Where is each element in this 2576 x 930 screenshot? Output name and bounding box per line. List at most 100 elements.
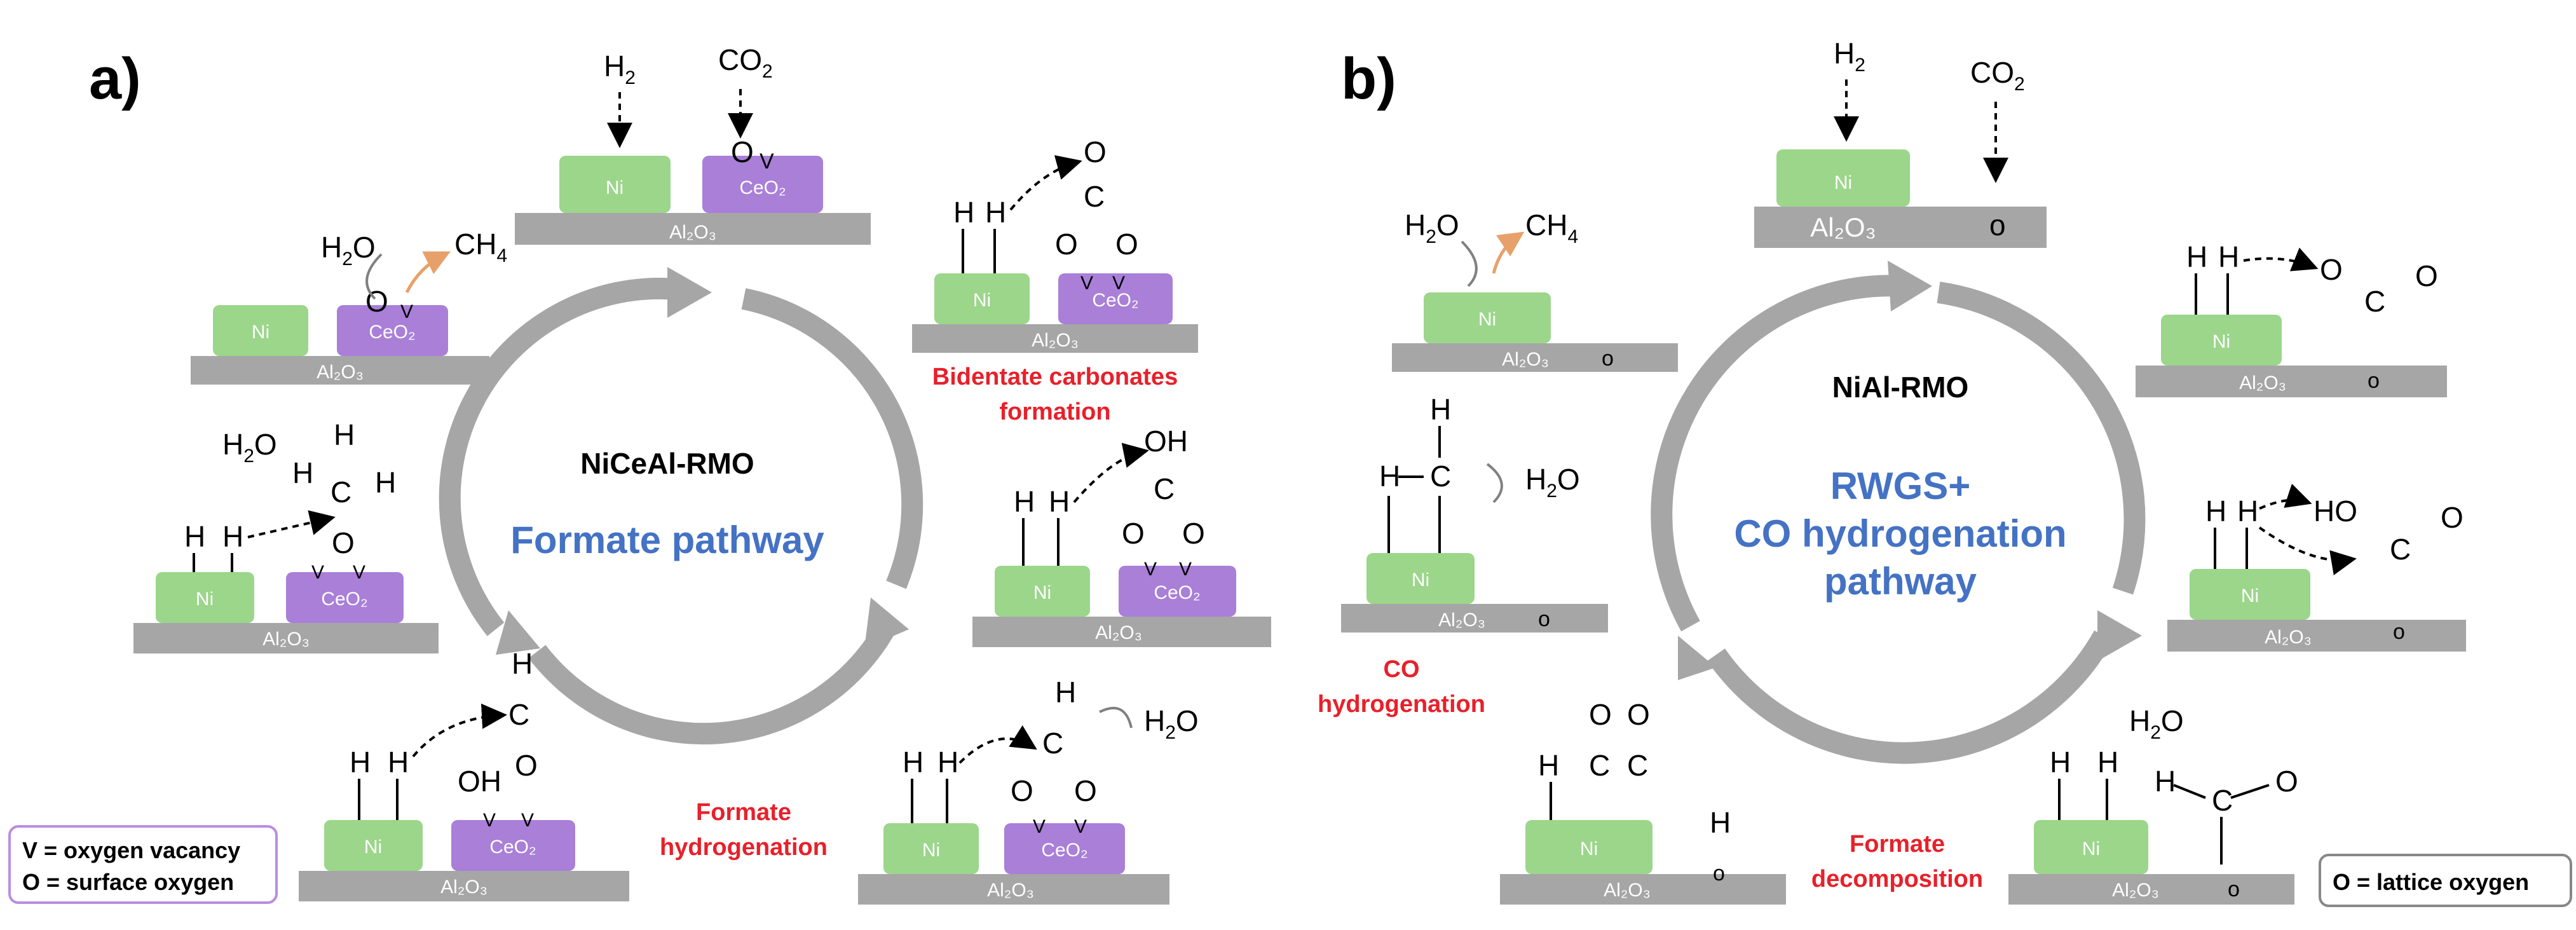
svg-text:H: H <box>2186 240 2207 273</box>
svg-text:H: H <box>375 466 396 499</box>
pathway-label-a: Formate pathway <box>510 519 824 561</box>
legend-a-line1: V = oxygen vacancy <box>22 837 240 863</box>
b-step-coh-1: CO <box>1384 656 1420 683</box>
svg-text:CeO₂: CeO₂ <box>489 837 536 858</box>
a-top-catalyst: Ni CeO₂ Al₂O₃ H2 CO2 O V <box>515 43 871 245</box>
svg-text:o: o <box>2393 620 2405 644</box>
a-step-bidentate-1: Bidentate carbonates <box>932 364 1178 390</box>
svg-text:Ni: Ni <box>1412 570 1429 591</box>
cycle-b <box>1651 261 2146 764</box>
svg-text:Ni: Ni <box>922 840 940 861</box>
center-title-a: NiCeAl-RMO <box>580 447 754 480</box>
svg-text:o: o <box>1602 346 1614 371</box>
legend-b: O = lattice oxygen <box>2319 854 2572 907</box>
svg-text:CH4: CH4 <box>1525 209 1578 247</box>
svg-text:O: O <box>1074 774 1097 807</box>
svg-text:CeO₂: CeO₂ <box>739 177 786 198</box>
svg-text:H: H <box>1710 806 1731 839</box>
svg-text:Ni: Ni <box>196 589 214 610</box>
svg-text:Al₂O₃: Al₂O₃ <box>1032 330 1079 351</box>
svg-text:Ni: Ni <box>2241 585 2259 606</box>
legend-a: V = oxygen vacancy O = surface oxygen <box>8 825 278 904</box>
svg-text:C: C <box>1430 460 1451 493</box>
svg-text:O: O <box>1589 698 1612 731</box>
legend-a-line2: O = surface oxygen <box>22 869 234 895</box>
panel-a-label: a) <box>89 46 141 111</box>
svg-text:H: H <box>985 196 1006 229</box>
svg-text:Ni: Ni <box>606 177 624 198</box>
svg-text:O: O <box>2441 501 2464 534</box>
svg-text:H2O: H2O <box>321 231 376 270</box>
svg-text:H: H <box>222 520 243 553</box>
svg-text:V: V <box>1074 816 1087 837</box>
a-step-formate-h-2: hydrogenation <box>660 834 828 861</box>
svg-text:H: H <box>292 456 313 489</box>
svg-text:V: V <box>483 810 496 831</box>
svg-text:Al₂O₃: Al₂O₃ <box>1438 610 1485 631</box>
svg-text:Al₂O₃: Al₂O₃ <box>1604 880 1651 901</box>
svg-text:Ni: Ni <box>2212 331 2230 352</box>
svg-text:H2O: H2O <box>1144 704 1199 743</box>
svg-text:Ni: Ni <box>1478 309 1496 330</box>
svg-text:o: o <box>1989 209 2006 242</box>
svg-text:H2O: H2O <box>222 428 277 467</box>
svg-text:O: O <box>1182 517 1205 550</box>
a-step-bidentate-2: formation <box>999 399 1110 425</box>
svg-text:H: H <box>2050 746 2071 779</box>
svg-text:H: H <box>2155 765 2176 798</box>
svg-text:Al₂O₃: Al₂O₃ <box>669 222 716 243</box>
cycle-a <box>439 267 923 745</box>
svg-text:C: C <box>1154 472 1175 505</box>
svg-text:C: C <box>1627 749 1648 782</box>
legend-b-text: O = lattice oxygen <box>2333 869 2529 895</box>
svg-text:H2: H2 <box>1834 37 1865 76</box>
svg-text:Ni: Ni <box>973 290 991 311</box>
svg-text:H2: H2 <box>604 50 636 88</box>
svg-text:CeO₂: CeO₂ <box>1154 582 1200 603</box>
svg-text:O: O <box>1627 698 1650 731</box>
svg-text:o: o <box>2228 877 2240 901</box>
svg-text:V: V <box>1033 816 1046 837</box>
b-step-formate-d-2: decomposition <box>1811 866 1983 892</box>
svg-text:V: V <box>1144 559 1157 580</box>
svg-text:CeO₂: CeO₂ <box>369 322 415 343</box>
svg-text:V: V <box>521 810 534 831</box>
svg-text:CO2: CO2 <box>1970 56 2025 95</box>
svg-text:Ni: Ni <box>364 837 382 858</box>
svg-text:H2O: H2O <box>1525 463 1580 502</box>
svg-text:V: V <box>400 301 413 322</box>
svg-text:H: H <box>388 746 409 779</box>
svg-text:H: H <box>2218 240 2239 273</box>
svg-text:C: C <box>508 698 529 731</box>
svg-text:Al₂O₃: Al₂O₃ <box>440 877 487 898</box>
b-step-coh-2: hydrogenation <box>1318 691 1485 718</box>
a-release: Ni CeO₂ Al₂O₃ H2O CH4 O V <box>191 228 507 385</box>
svg-text:H: H <box>184 520 205 553</box>
svg-text:H: H <box>512 647 533 680</box>
b-ch2: Ni Al₂O₃ o H H C H2O <box>1341 393 1608 633</box>
svg-text:O: O <box>515 749 538 782</box>
svg-text:H: H <box>2237 495 2258 528</box>
svg-text:Al₂O₃: Al₂O₃ <box>2239 373 2286 393</box>
svg-text:O: O <box>2320 253 2343 286</box>
svg-text:C: C <box>1084 180 1105 213</box>
svg-text:Ni: Ni <box>2082 838 2100 859</box>
pathway-b-1: RWGS+ <box>1830 465 1971 507</box>
svg-text:V: V <box>1112 273 1125 294</box>
svg-text:V: V <box>760 149 774 174</box>
svg-text:o: o <box>1538 607 1550 631</box>
svg-text:HO: HO <box>2314 495 2357 528</box>
svg-text:H: H <box>937 746 958 779</box>
svg-text:C: C <box>2390 533 2411 566</box>
svg-text:O: O <box>1055 228 1078 261</box>
svg-text:V: V <box>311 562 324 583</box>
svg-text:CeO₂: CeO₂ <box>321 589 367 610</box>
svg-text:O: O <box>1011 774 1033 807</box>
svg-text:H: H <box>1538 749 1559 782</box>
svg-text:H: H <box>1049 485 1070 518</box>
svg-text:Ni: Ni <box>1580 838 1598 859</box>
